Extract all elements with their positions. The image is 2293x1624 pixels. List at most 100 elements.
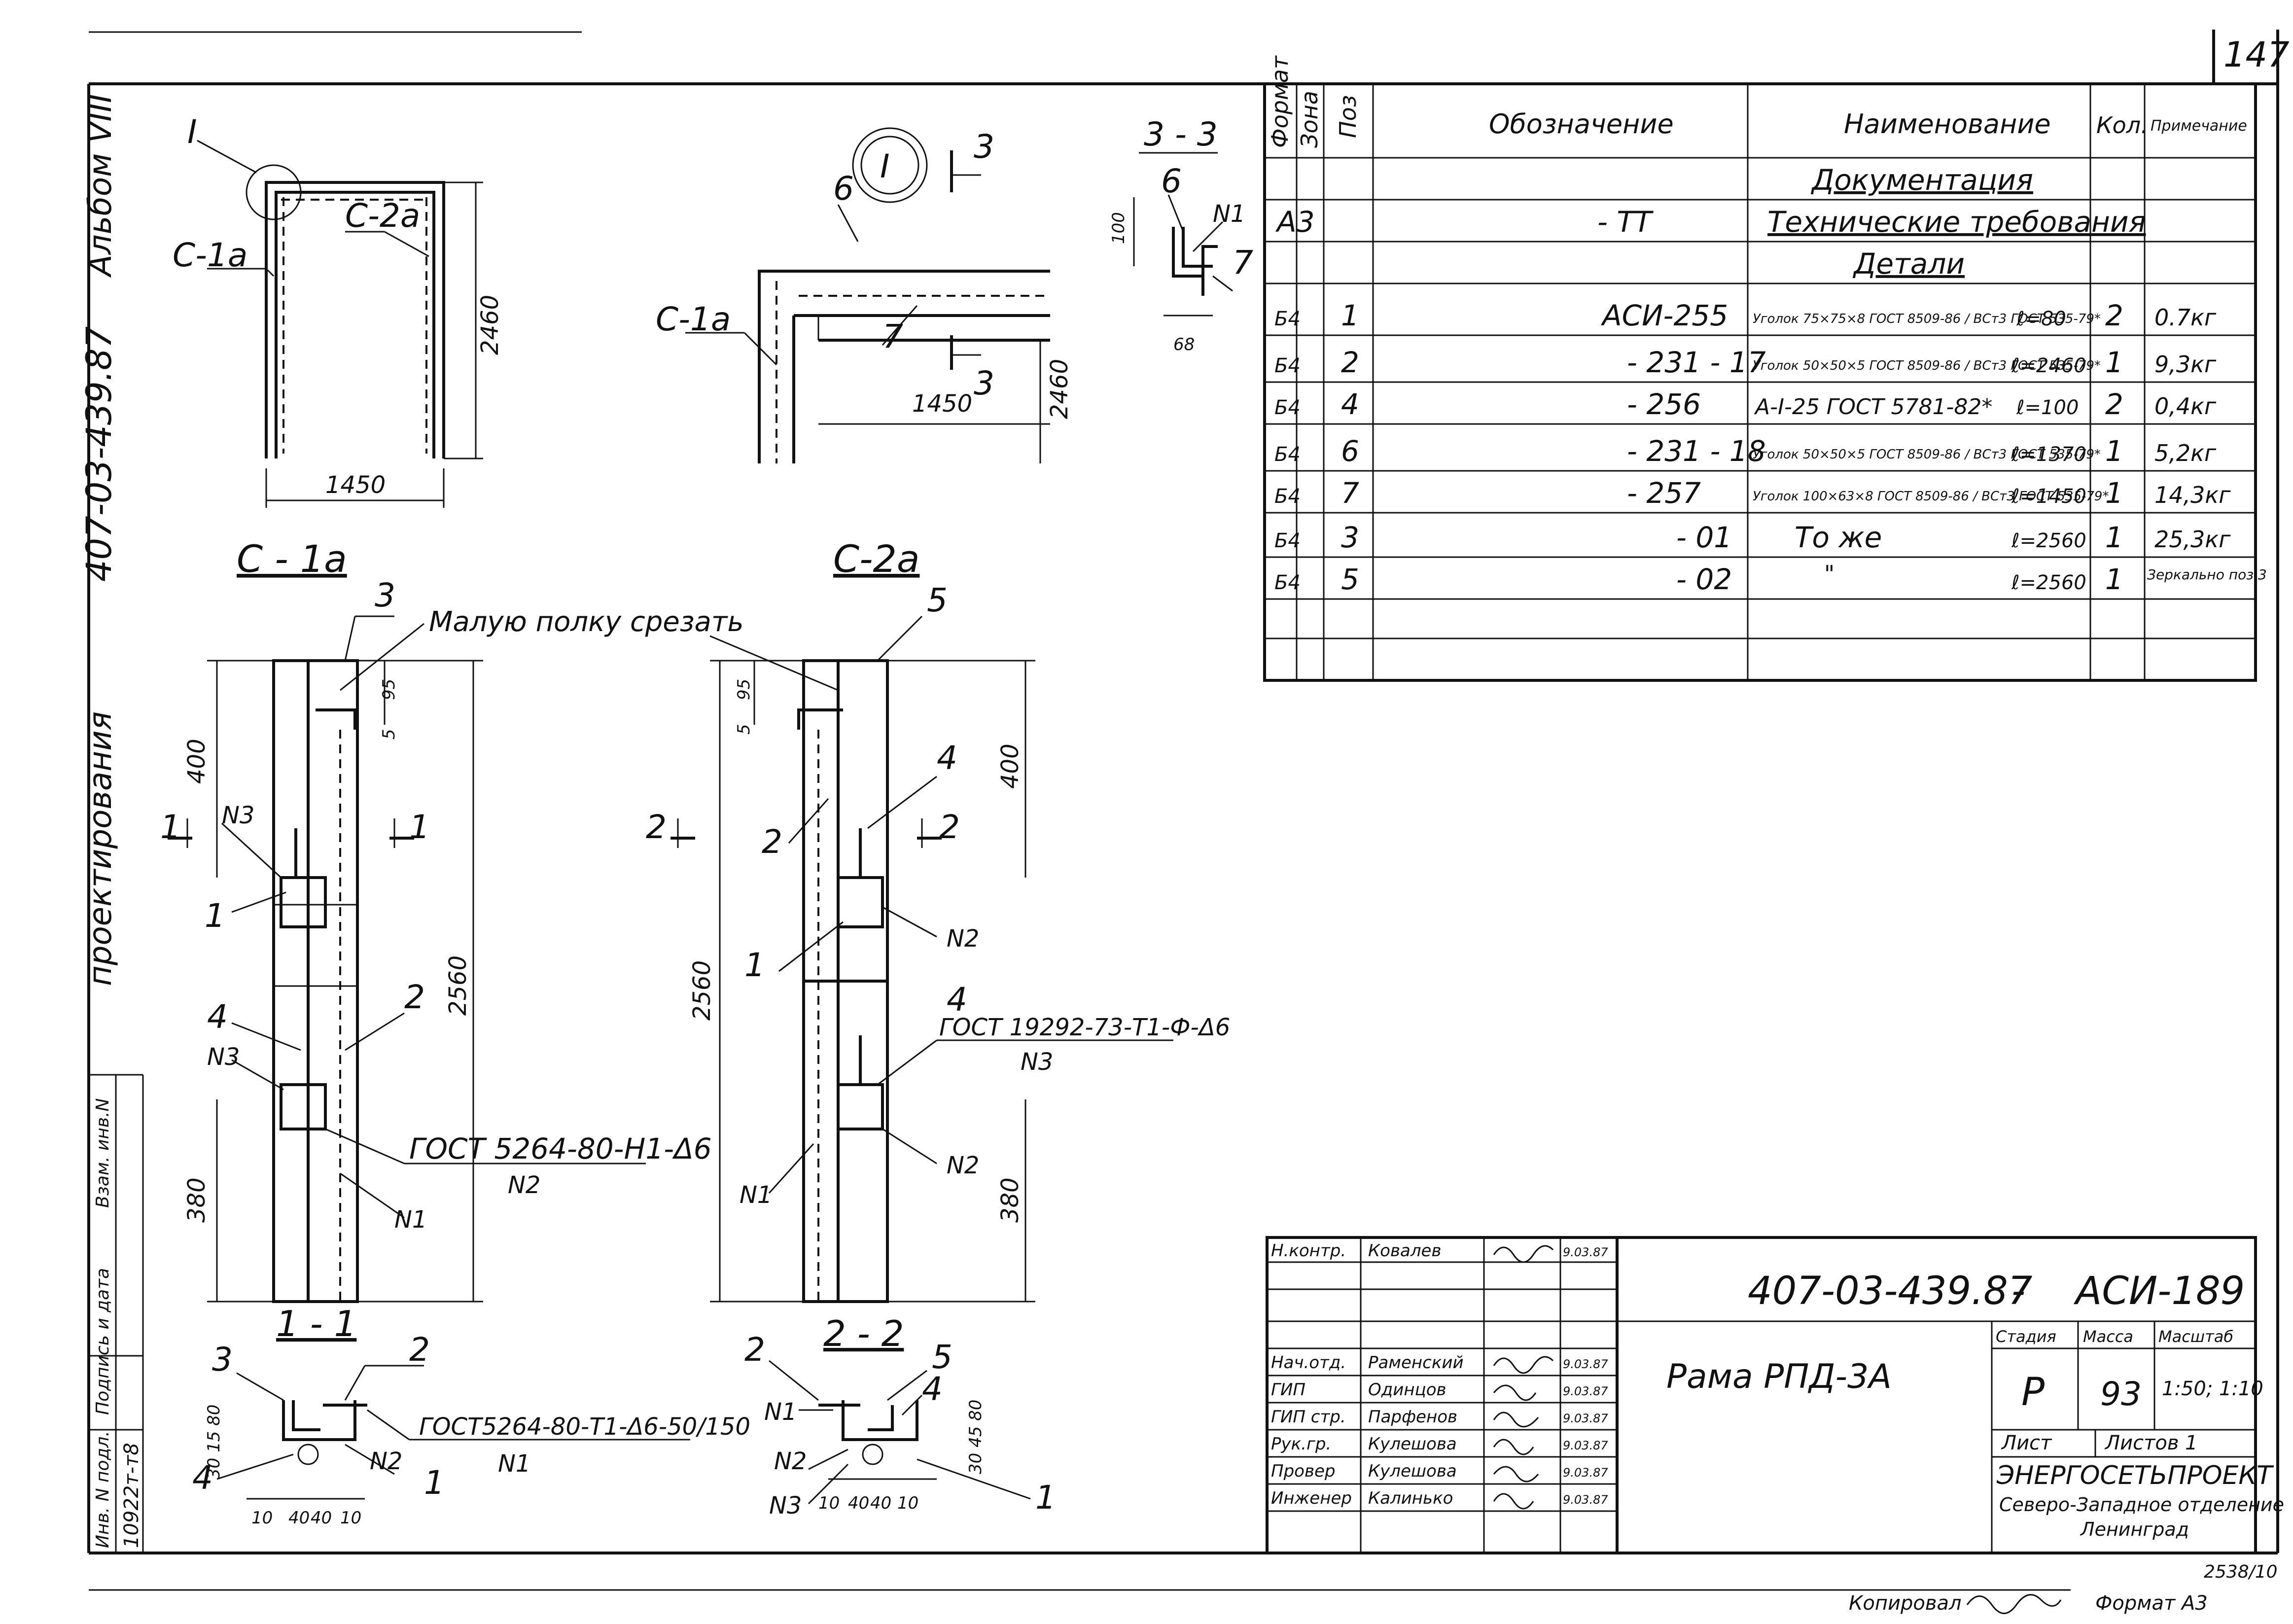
- scale-label: Масштаб: [2158, 1327, 2233, 1346]
- detail-callout: I: [187, 113, 197, 151]
- c2a-weld-n1: N1: [740, 1181, 772, 1209]
- org-city: Ленинград: [2080, 1518, 2189, 1540]
- c2a-pos4-top: 4: [937, 739, 957, 777]
- signature-role: Инженер: [1271, 1488, 1352, 1508]
- section-33-title: 3 - 3: [1144, 115, 1218, 153]
- copied-label: Копировал: [1849, 1592, 1962, 1615]
- section-22-title: 2 - 2: [823, 1313, 904, 1354]
- spec-qty: 1: [2105, 434, 2123, 468]
- column-c1a: С - 1а Малую полку срезать 3 N3 1 4 N3 2…: [160, 537, 839, 1303]
- section-1-1: 1 - 1 3 2 4 1 N2 ГОСТ5264-80-Т1-Δ6-50/15…: [192, 1303, 750, 1528]
- section-22-dim-4: 10: [897, 1493, 918, 1513]
- c1a-plate-bottom: [280, 1083, 327, 1130]
- detail-height-dim: 2460: [1046, 359, 1073, 419]
- spec-name: Уголок 50×50×5 ГОСТ 8509-86 / ВСт3 ГОСТ …: [1753, 358, 2101, 373]
- spec-note: 0.7кг: [2154, 304, 2217, 331]
- c1a-dim-95: 95: [379, 679, 399, 700]
- c2a-pos4: 4: [947, 981, 967, 1019]
- cut-label-top: 3: [974, 128, 994, 166]
- signature-date: 9.03.87: [1563, 1439, 1608, 1452]
- detail-marker: I: [880, 147, 889, 185]
- spec-designation: - 257: [1627, 476, 1701, 510]
- signature-date: 9.03.87: [1563, 1245, 1608, 1259]
- spec-length: ℓ=2460: [2011, 354, 2086, 377]
- org-branch: Северо-Западное отделение: [1999, 1494, 2284, 1516]
- section-22-pos4: 4: [922, 1370, 943, 1408]
- stamp-field-inventory: Инв. N подл.: [93, 1431, 113, 1548]
- spec-row-2: Б4 2 - 231 - 17 Уголок 50×50×5 ГОСТ 8509…: [1274, 346, 2217, 379]
- section-33-pos-7: 7: [1233, 244, 1253, 282]
- spec-format: Б4: [1274, 485, 1301, 508]
- signature-name: Раменский: [1368, 1353, 1464, 1373]
- section-11-bolt: [297, 1444, 319, 1465]
- spec-row-lines: [1265, 199, 2256, 639]
- spec-length: ℓ=1370: [2011, 443, 2086, 466]
- spec-format: Б4: [1274, 530, 1301, 552]
- signature-role: Провер: [1271, 1461, 1336, 1481]
- signature-row: Рук.гр. Кулешова 9.03.87: [1271, 1434, 1608, 1454]
- signature-date: 9.03.87: [1563, 1412, 1608, 1425]
- tech-req-name: Технические требования: [1767, 205, 2146, 239]
- c1a-dim-2560: 2560: [444, 955, 472, 1016]
- spec-header-note: Примечание: [2151, 117, 2247, 135]
- detail-column-label: С-1а: [656, 300, 731, 338]
- signature-date: 9.03.87: [1563, 1357, 1608, 1371]
- section-11-pos4: 4: [192, 1459, 213, 1497]
- section-22-weld-n3: N3: [769, 1492, 802, 1519]
- c1a-gost-weld: N2: [508, 1171, 540, 1199]
- title-code: 407-03-439.87: [1748, 1269, 2032, 1313]
- stage-value: Р: [2021, 1370, 2045, 1414]
- spec-pos: 2: [1341, 346, 1359, 379]
- spec-designation: - 231 - 18: [1627, 434, 1766, 468]
- c1a-gost: ГОСТ 5264-80-Н1-Δ6: [409, 1132, 712, 1165]
- spec-designation: - 01: [1676, 521, 1732, 554]
- c2a-dim-380: 380: [996, 1177, 1024, 1223]
- section-11-pos1: 1: [424, 1464, 445, 1502]
- frame-height-dim: 2460: [476, 295, 504, 355]
- c2a-section-mark-left: 2: [646, 808, 667, 846]
- c1a-section-mark-right: 1: [409, 808, 430, 846]
- section-22-pos2: 2: [744, 1331, 765, 1369]
- spec-qty: 1: [2105, 521, 2123, 554]
- spec-note: 14,3кг: [2154, 482, 2231, 508]
- section-11-dim-4: 10: [340, 1508, 361, 1528]
- sheets-label: Листов 1: [2104, 1432, 2198, 1454]
- signature-role: Рук.гр.: [1271, 1434, 1331, 1454]
- signature-role: ГИП стр.: [1271, 1407, 1346, 1427]
- section-33-dim-h: 68: [1173, 335, 1195, 354]
- section-22-dim-1: 10: [818, 1493, 840, 1513]
- org-name: ЭНЕРГОСЕТЬПРОЕКТ: [1996, 1461, 2274, 1490]
- signature-name: Одинцов: [1368, 1380, 1446, 1400]
- section-11-dim-3: 40: [311, 1508, 332, 1528]
- section-11-gost: ГОСТ5264-80-Т1-Δ6-50/150: [419, 1413, 750, 1441]
- spec-format: Б4: [1274, 571, 1301, 594]
- c1a-section-mark-left: 1: [160, 808, 181, 846]
- spec-header-zone: Зона: [1296, 91, 1323, 148]
- side-code: 407-03-439.87: [79, 326, 119, 582]
- c2a-dim-400: 400: [996, 743, 1024, 789]
- spec-row-4: Б4 6 - 231 - 18 Уголок 50×50×5 ГОСТ 8509…: [1274, 434, 2217, 468]
- spec-note: 5,2кг: [2154, 440, 2217, 466]
- signature-role: Нач.отд.: [1271, 1353, 1346, 1373]
- spec-section-details: Детали: [1852, 247, 1965, 281]
- spec-pos: 1: [1341, 299, 1359, 332]
- section-22-dim-2: 40: [848, 1493, 869, 1513]
- c1a-weld-n3: N3: [207, 1043, 240, 1071]
- spec-qty: 1: [2105, 476, 2123, 510]
- title-name: Рама РПД-3А: [1666, 1357, 1892, 1396]
- c2a-section-mark-right: 2: [939, 808, 960, 846]
- side-margin: Альбом VIII 407-03-439.87 проектирования…: [79, 94, 144, 1553]
- page-number: 147: [2223, 35, 2290, 75]
- cut-label-bottom: 3: [974, 364, 994, 402]
- signature-date: 9.03.87: [1563, 1493, 1608, 1507]
- signature-name: Кулешова: [1368, 1461, 1457, 1481]
- spec-row-5: Б4 7 - 257 Уголок 100×63×8 ГОСТ 8509-86 …: [1274, 476, 2231, 510]
- section-11-vdims: 30 15 80: [204, 1405, 224, 1479]
- c2a-weld-n2-top: N2: [947, 925, 979, 953]
- signature-row: ГИП стр. Парфенов 9.03.87: [1271, 1407, 1608, 1427]
- c2a-weld-n3: N3: [1021, 1048, 1053, 1076]
- spec-pos: 4: [1341, 388, 1359, 421]
- c2a-plate-top: [837, 876, 884, 928]
- spec-header-format: Формат: [1267, 55, 1293, 148]
- section-11-pos3: 3: [212, 1341, 233, 1378]
